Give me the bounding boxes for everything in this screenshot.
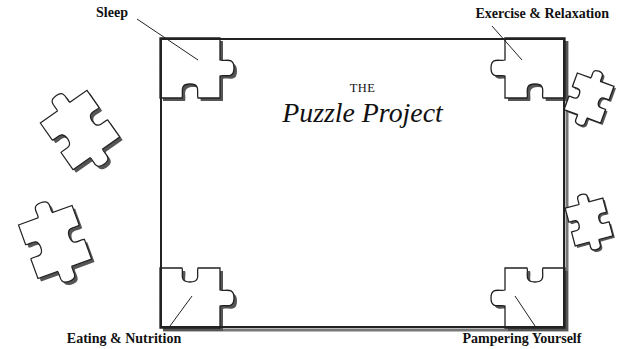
leader-lines [137, 19, 535, 326]
leader-line [515, 296, 535, 326]
loose-pieces [14, 64, 617, 291]
callout-label: Pampering Yourself [463, 332, 582, 346]
callout-label: Sleep [96, 6, 128, 20]
leader-line [492, 26, 522, 60]
puzzle-piece [33, 79, 128, 180]
callout-label: Exercise & Relaxation [476, 7, 610, 21]
puzzle-piece [491, 268, 565, 328]
puzzle-piece [491, 38, 565, 98]
puzzle-piece [563, 189, 615, 254]
title-text: Puzzle Project [162, 98, 563, 129]
puzzle-piece [561, 64, 617, 131]
title-kicker: THE [162, 82, 563, 96]
leader-line [170, 296, 192, 326]
frame-box: THE Puzzle Project [160, 38, 565, 328]
corner-pieces [160, 38, 565, 328]
puzzle-piece [160, 38, 234, 98]
puzzle-piece [14, 193, 96, 291]
callout-label: Eating & Nutrition [67, 332, 181, 346]
loose-piece-shadows [17, 66, 617, 294]
puzzle-piece [160, 268, 234, 328]
